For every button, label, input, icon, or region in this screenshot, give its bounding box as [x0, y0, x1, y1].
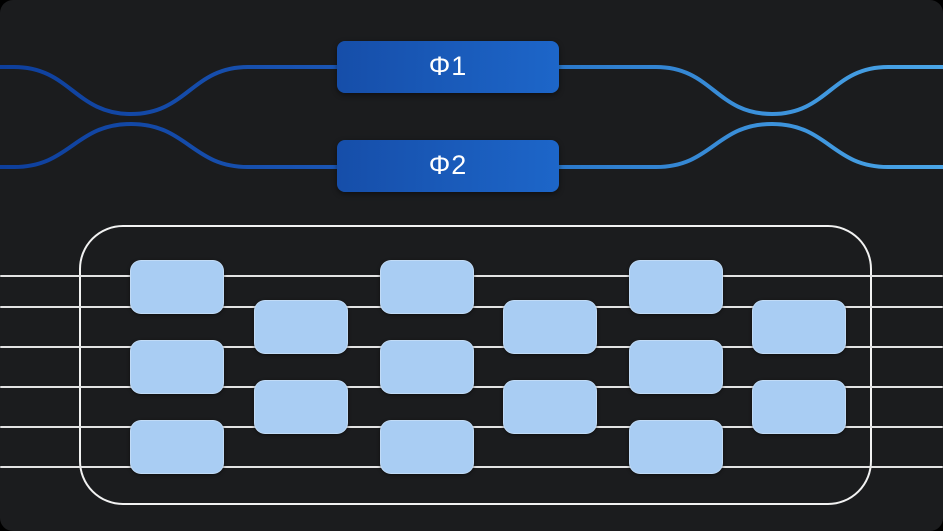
mesh-cell-c1-r2	[130, 340, 224, 394]
mesh-frame	[79, 225, 872, 505]
mzi-section: Φ1 Φ2	[0, 0, 943, 220]
mesh-cell-c4-r1	[503, 300, 597, 354]
mesh-section	[0, 220, 943, 531]
mesh-cell-c3-r3	[380, 420, 474, 474]
phase-shifter-phi1: Φ1	[337, 41, 559, 93]
mesh-cell-c1-r1	[130, 260, 224, 314]
mesh-cell-c3-r1	[380, 260, 474, 314]
mesh-cell-c1-r3	[130, 420, 224, 474]
mesh-cell-c6-r2	[752, 380, 846, 434]
phase-shifter-phi2: Φ2	[337, 140, 559, 192]
mesh-cell-c6-r1	[752, 300, 846, 354]
phase-shifter-phi1-label: Φ1	[428, 50, 468, 81]
phase-shifter-phi2-label: Φ2	[428, 149, 468, 180]
mesh-cell-c2-r1	[254, 300, 348, 354]
mesh-cell-c5-r2	[629, 340, 723, 394]
mesh-cell-c5-r1	[629, 260, 723, 314]
mesh-cell-c5-r3	[629, 420, 723, 474]
mesh-cell-c4-r2	[503, 380, 597, 434]
mesh-cell-c3-r2	[380, 340, 474, 394]
mesh-cell-c2-r2	[254, 380, 348, 434]
